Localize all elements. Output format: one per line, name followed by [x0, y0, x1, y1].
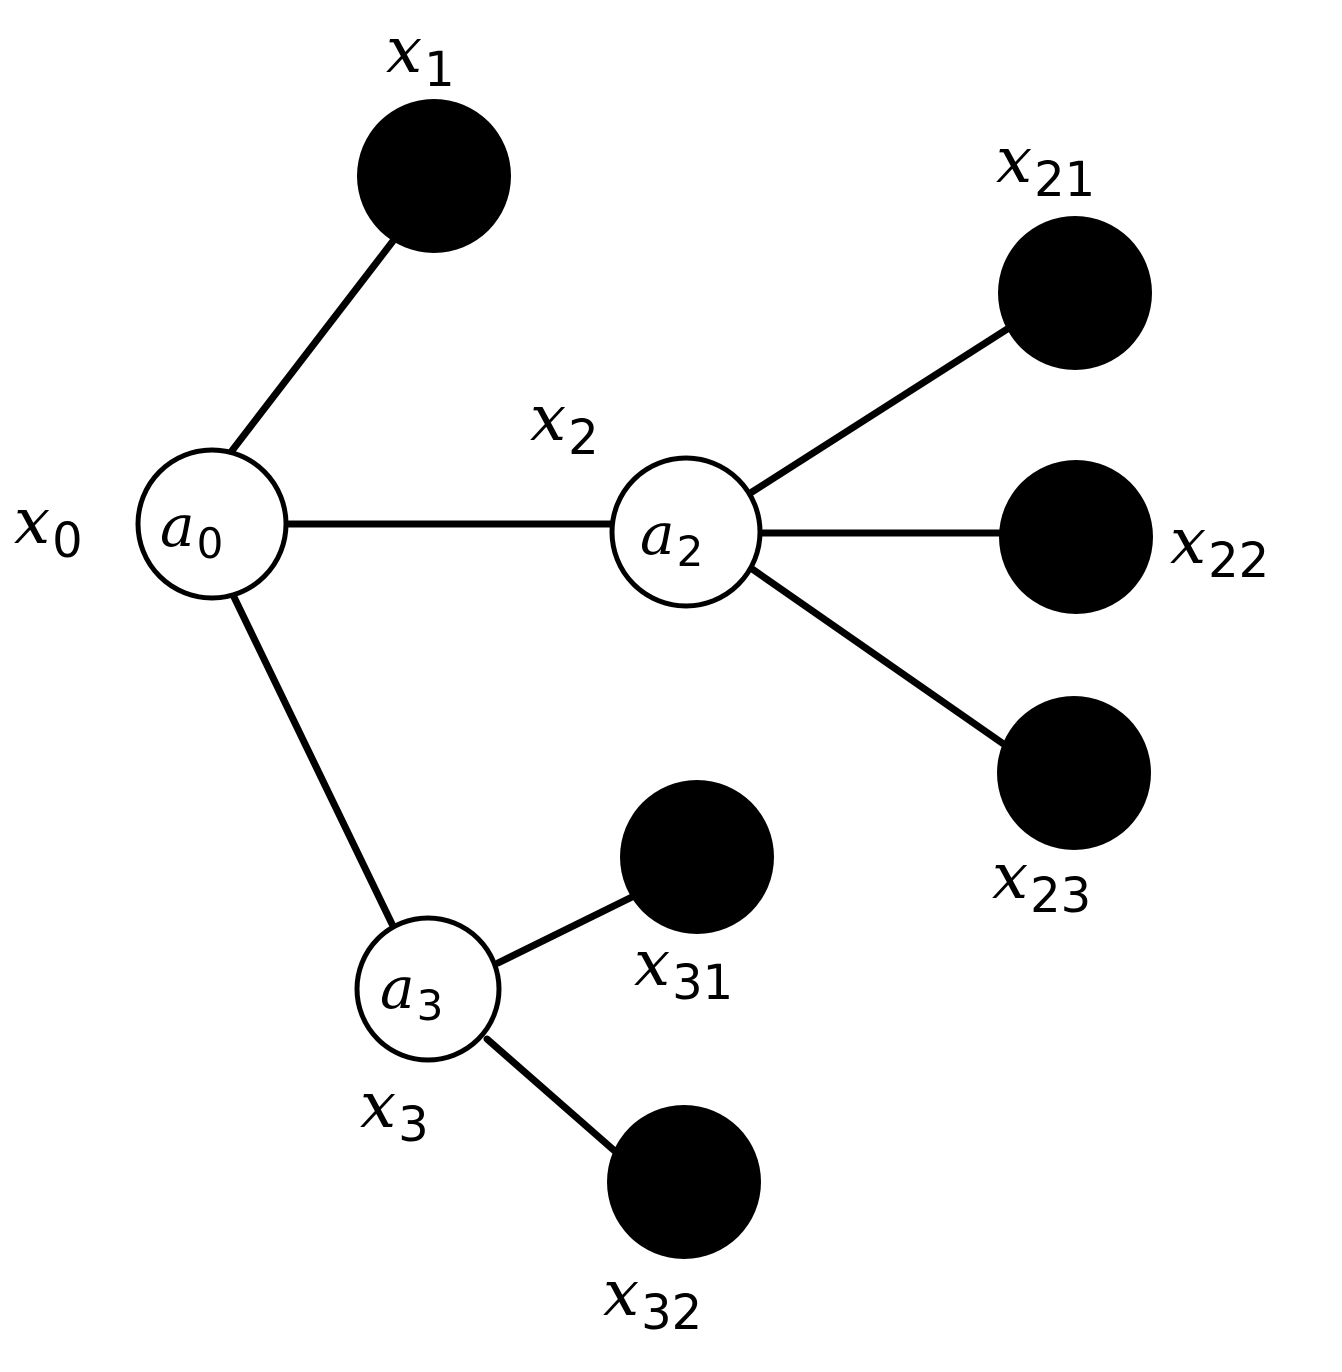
node-labels: x0 x1 x2 x3 x21 x22 x23 x31 x32 [14, 14, 1269, 1341]
node-x32 [607, 1105, 761, 1259]
label-x31: x31 [634, 927, 733, 1011]
edge-a2-x23 [741, 560, 1009, 749]
edges [227, 237, 1016, 1164]
internal-nodes [135, 447, 763, 1063]
label-x1: x1 [386, 14, 455, 98]
label-x21: x21 [996, 124, 1095, 208]
node-x31 [620, 780, 774, 934]
node-a0 [135, 447, 289, 601]
node-x22 [999, 460, 1153, 614]
leaf-nodes [357, 99, 1153, 1259]
edge-a0-a3 [230, 593, 396, 928]
label-x2: x2 [530, 382, 599, 466]
label-x23: x23 [992, 840, 1091, 924]
label-x0: x0 [14, 485, 83, 569]
edge-a3-x32 [483, 1035, 629, 1164]
label-x3: x3 [360, 1069, 429, 1153]
label-x32: x32 [603, 1257, 702, 1341]
node-x21 [998, 216, 1152, 370]
label-x22: x22 [1170, 505, 1269, 589]
inner-label-a0: a0 [160, 492, 223, 568]
node-a2 [609, 455, 763, 609]
edge-a2-x21 [748, 322, 1016, 496]
node-x23 [997, 696, 1151, 850]
node-a3 [354, 915, 502, 1063]
inner-labels: a0 a2 a3 [160, 492, 703, 1030]
edge-a0-x1 [227, 237, 397, 456]
node-x1 [357, 99, 511, 253]
edge-a3-x31 [494, 893, 636, 967]
inner-label-a2: a2 [640, 500, 703, 576]
inner-label-a3: a3 [380, 954, 443, 1030]
